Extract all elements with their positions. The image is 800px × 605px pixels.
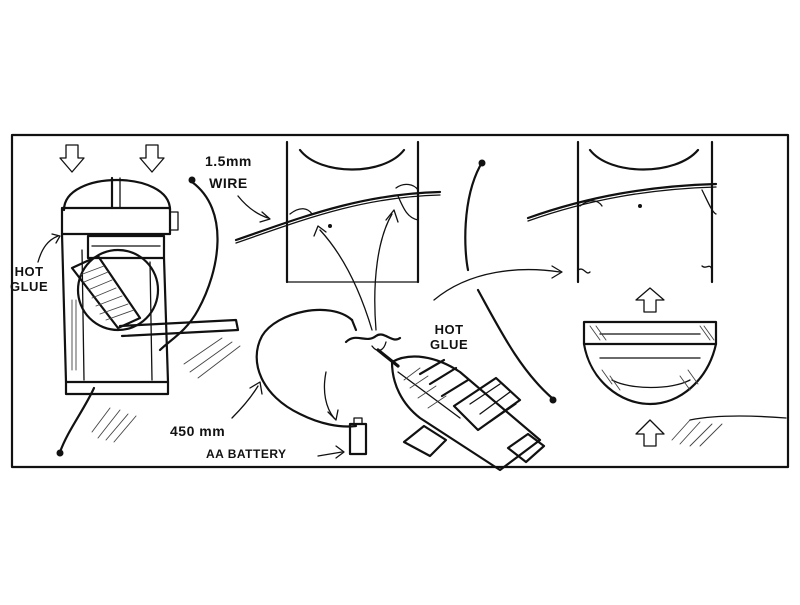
- pipe-section-final: [526, 140, 718, 447]
- ground-shading: [91, 337, 241, 443]
- dot-marker: [478, 159, 486, 167]
- battery-icon: [348, 422, 368, 456]
- label-wire: 1.5mm WIRE: [205, 153, 252, 191]
- label-battery: AA BATTERY: [206, 447, 287, 461]
- label-hot-glue-center: HOT GLUE: [430, 322, 469, 352]
- label-hot-glue-left: HOT GLUE: [10, 264, 49, 294]
- curve-guide: [58, 386, 96, 454]
- curve-guide: [158, 180, 219, 352]
- curve-guide: [464, 164, 482, 272]
- ground-shading: [671, 415, 787, 447]
- down-arrow-icon: [139, 144, 165, 173]
- panel-frame: [10, 133, 790, 469]
- dot-marker: [549, 396, 557, 404]
- container-assembly: [37, 144, 240, 396]
- up-arrow-icon: [635, 419, 665, 447]
- pipe-section-wire: [234, 140, 442, 284]
- curve-guide: [476, 288, 554, 400]
- flow-arrow: [433, 268, 561, 301]
- glue-gun-assembly: [231, 209, 546, 472]
- dot-marker: [188, 176, 196, 184]
- label-length: 450 mm: [170, 423, 226, 439]
- dot-marker: [56, 449, 64, 457]
- down-arrow-icon: [59, 144, 85, 173]
- up-arrow-icon: [635, 287, 665, 313]
